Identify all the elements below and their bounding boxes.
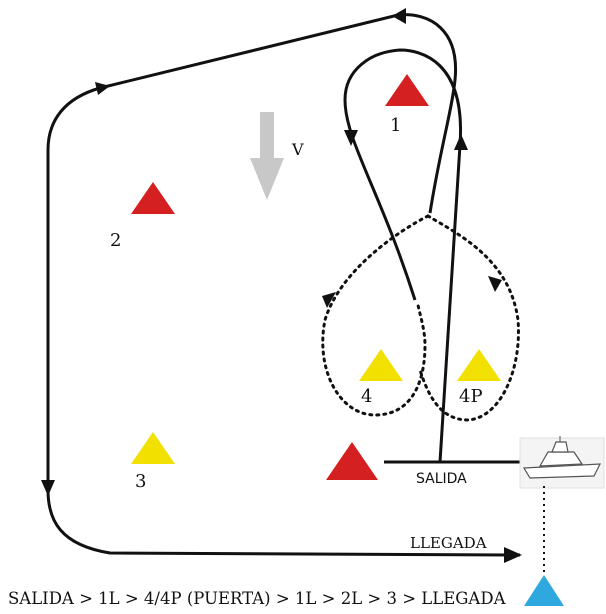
mark-2-red [131,182,175,214]
mark-3-yellow [131,432,175,464]
gate-loop-right [418,214,520,422]
arrow-left-mid-icon [95,82,110,95]
course-sequence: SALIDA > 1L > 4/4P (PUERTA) > 1L > 2L > … [8,589,507,608]
finish-label: LLEGADA [410,534,487,552]
wind-arrow-icon [250,112,284,200]
mark-4p-label: 4P [459,386,483,407]
start-mark-red [326,442,378,480]
outer-loop-line [46,13,521,557]
finish-arrow-icon [504,547,522,563]
mark-4-label: 4 [361,386,372,407]
committee-boat-icon [519,436,605,489]
mark-4-yellow [359,349,403,381]
arrow-left-top-icon [392,8,406,24]
arrow-up-icon [454,134,468,150]
finish-mark-blue [524,575,564,606]
mark-2-label: 2 [110,230,121,251]
arrow-down-icon [344,130,358,146]
mark-1-red [385,74,429,106]
gate-arrow-left-icon [322,292,336,308]
gate-loop-left [321,214,430,417]
wind-label: V [291,140,304,159]
mark-1-label: 1 [390,115,401,136]
mark-4p-yellow [457,349,501,381]
gate-arrow-right-icon [488,276,502,292]
start-label: SALIDA [416,471,467,487]
arrow-down-left-icon [41,480,55,496]
outer-course-line [343,48,462,463]
mark-3-label: 3 [135,471,146,492]
